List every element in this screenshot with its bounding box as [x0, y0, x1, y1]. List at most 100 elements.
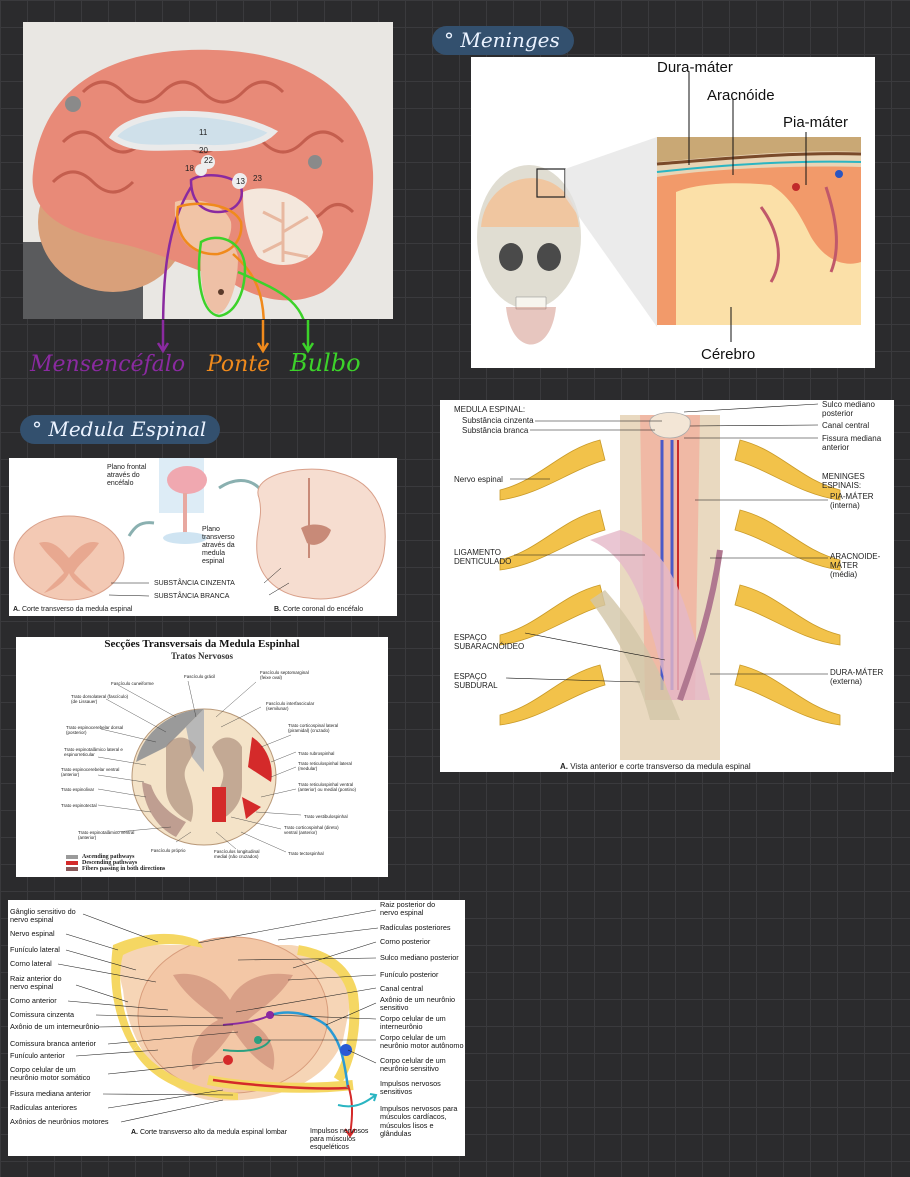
- tract-r-7: Trato corticospinhal (direto) ventral (a…: [284, 825, 339, 835]
- label-substancia-cinzenta: Substância cinzenta: [462, 416, 534, 425]
- brain-photo: 11 20 22 13 23 18: [23, 22, 393, 319]
- cord-r-9: Corpo celular de um neurônio sensitivo: [380, 1056, 446, 1074]
- cord-l-4: Raiz anterior do nervo espinal: [10, 974, 62, 992]
- aracnoide-line3: (média): [830, 570, 858, 579]
- pt-2: transverso: [202, 534, 235, 541]
- label-nervo-espinal: Nervo espinal: [454, 475, 503, 484]
- ligamento-line1: LIGAMENTO: [454, 548, 501, 557]
- cord-r-2: Corno posterior: [380, 937, 431, 946]
- sulco-line2: posterior: [822, 409, 854, 418]
- legend-swatch-ascending: [66, 855, 78, 859]
- pt-1: Plano: [202, 526, 220, 533]
- tract-r-5: Trato reticulospinhal ventral (anterior)…: [298, 782, 357, 792]
- pt-5: espinal: [202, 558, 225, 565]
- caption-b-text: Corte coronal do encéfalo: [282, 606, 364, 613]
- tract-r-2: Trato corticospinal lateral (piramidal) …: [288, 723, 339, 733]
- label-pia-mater: Pia-máter: [783, 114, 849, 131]
- legend-descending: Descending pathways: [82, 860, 138, 866]
- bullet-icon: °: [444, 28, 454, 52]
- cord-l-3: Corno lateral: [10, 959, 52, 968]
- ligamento-line2: DENTICULADO: [454, 557, 512, 566]
- dura-line2: (externa): [830, 677, 863, 686]
- label-aracnoide: Aracnóide: [707, 87, 775, 104]
- pt-4: medula: [202, 550, 225, 557]
- legend-swatch-descending: [66, 861, 78, 865]
- fissura-line1: Fissura mediana: [822, 434, 882, 443]
- marker-22: 22: [204, 156, 213, 165]
- cord-caption: A. Corte transverso alto da medula espin…: [131, 1129, 287, 1136]
- label-canal-central: Canal central: [822, 421, 870, 430]
- pia-line1: PIA-MÁTER: [830, 492, 874, 501]
- meninges-line1: MENINGES: [822, 472, 865, 481]
- cord-bottom-label: Impulsos nervosos para músculos esquelét…: [310, 1128, 369, 1151]
- tract-r-0: Fascículo septomarginal (feixe oval): [260, 670, 309, 680]
- cord-caption-text: Corte transverso alto da medula espinal …: [139, 1129, 288, 1136]
- cord-r-7: Corpo celular de um interneurônio: [380, 1014, 446, 1032]
- bullet-icon: °: [32, 417, 42, 441]
- cord-l-12: Radículas anteriores: [10, 1103, 77, 1112]
- label-dura-mater-spinal: DURA-MÁTER(externa): [830, 668, 883, 686]
- subaracnoideo-line2: SUBARACNÓIDEO: [454, 642, 525, 651]
- tract-l-5: Trato espinocerebelar ventral (anterior): [61, 767, 120, 777]
- caption-spinal-3d: A. Vista anterior e corte transverso da …: [560, 762, 751, 771]
- heading-medula-text: Medula Espinal: [48, 417, 207, 441]
- caption-a-text: Corte transverso da medula espinal: [21, 606, 133, 613]
- tract-l-9: Fascículo próprio: [151, 848, 186, 853]
- subdural-line1: ESPAÇO: [454, 672, 487, 681]
- spinal-cord-figure: MEDULA ESPINAL: Substância cinzenta Subs…: [440, 400, 894, 772]
- pia-line2: (interna): [830, 501, 860, 510]
- pf-3: encéfalo: [107, 480, 134, 487]
- cord-cross-section-figure: Gânglio sensitivo do nervo espinal Nervo…: [8, 900, 465, 1156]
- cord-l-9: Funículo anterior: [10, 1051, 65, 1060]
- tract-l-4: Trato espinotalâmico lateral e espinorre…: [64, 747, 123, 757]
- cord-r-5: Canal central: [380, 984, 423, 993]
- aracnoide-line1: ARACNOIDE-: [830, 552, 881, 561]
- tract-r-3: Trato rubrospinhal: [298, 751, 335, 756]
- label-medula-espinal: MEDULA ESPINAL:: [454, 405, 526, 414]
- heading-meninges: ° Meninges: [432, 26, 574, 55]
- cord-r-10: Impulsos nervosos sensitivos: [380, 1079, 441, 1097]
- caption-b-letter: B.: [274, 606, 281, 613]
- tract-l-1: Fascículo grácil: [184, 674, 216, 679]
- cord-l-6: Comissura cinzenta: [10, 1010, 75, 1019]
- tract-r-6: Trato vestibulospinhal: [304, 814, 348, 819]
- cord-r-1: Radículas posteriores: [380, 923, 451, 932]
- pf-2: através do: [107, 472, 140, 479]
- tract-r-4: Trato reticulospinhal lateral (medular): [298, 761, 352, 771]
- cord-caption-letter: A.: [131, 1129, 138, 1136]
- caption-text: Vista anterior e corte transverso da med…: [570, 762, 751, 771]
- tract-l-8: Trato espinotalâmico ventral (anterior): [78, 830, 135, 840]
- tracts-figure: Secções Transversais da Medula Espinhal …: [16, 637, 388, 877]
- dura-line1: DURA-MÁTER: [830, 668, 884, 677]
- fissura-line2: anterior: [822, 443, 850, 452]
- cord-r-0: Raiz posterior do nervo espinal: [380, 900, 436, 918]
- label-aracnoide-mater: ARACNOIDE-MÁTER(média): [830, 552, 880, 579]
- tracts-title: Secções Transversais da Medula Espinhal: [104, 638, 300, 650]
- marker-23: 23: [253, 174, 262, 183]
- label-dura-mater: Dura-máter: [657, 59, 733, 76]
- tract-r-9: Fascículos longitudinal medial (não cruz…: [214, 849, 260, 859]
- cord-l-5: Corno anterior: [10, 996, 57, 1005]
- caption-letter: A.: [560, 762, 568, 771]
- legend-swatch-both: [66, 867, 78, 871]
- aracnoide-line2: MÁTER: [830, 561, 858, 570]
- legend-both: Fibers passing in both directions: [82, 866, 166, 872]
- cord-l-0: Gânglio sensitivo do nervo espinal: [10, 907, 76, 925]
- label-cerebro: Cérebro: [701, 346, 756, 363]
- cord-l-13: Axônios de neurônios motores: [10, 1117, 109, 1126]
- pf-1: Plano frontal: [107, 464, 147, 471]
- meninges-figure: Dura-máter Aracnóide Pia-máter Cérebro: [471, 57, 875, 368]
- tract-l-6: Trato espinolivar: [61, 787, 95, 792]
- legend-ascending: Ascending pathways: [82, 854, 135, 860]
- tract-l-0: Fascículo cuneiforme: [111, 681, 154, 686]
- marker-18: 18: [185, 164, 194, 173]
- cord-l-10: Corpo celular de um neurônio motor somát…: [10, 1065, 91, 1083]
- label-substancia-branca: Substância branca: [462, 426, 529, 435]
